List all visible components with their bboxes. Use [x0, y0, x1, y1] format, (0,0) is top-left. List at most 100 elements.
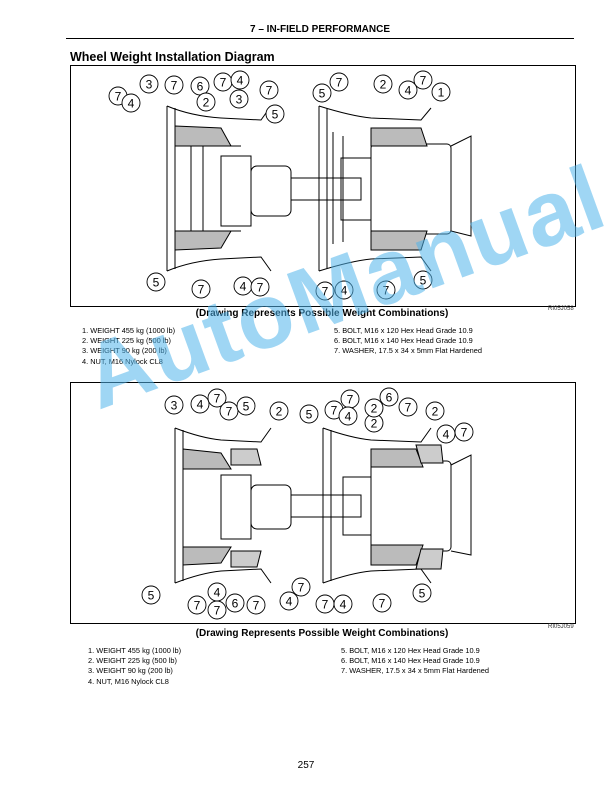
- svg-text:4: 4: [341, 284, 348, 298]
- callout-7: 7: [213, 72, 233, 92]
- svg-text:4: 4: [405, 84, 412, 98]
- svg-text:2: 2: [432, 405, 439, 419]
- legend-item: 4. NUT, M16 Nylock CL8: [88, 676, 169, 686]
- legend-item: 7. WASHER, 17.5 x 34 x 5mm Flat Hardened: [341, 666, 490, 676]
- callout-6: 6: [225, 593, 245, 613]
- legend-item: 5. BOLT, M16 x 120 Hex Head Grade 10.9: [334, 326, 473, 335]
- callout-7: 7: [207, 600, 227, 620]
- callout-5: 5: [312, 83, 332, 103]
- callout-7: 7: [250, 277, 270, 297]
- callout-5: 5: [412, 583, 432, 603]
- figure-1-legend-left: 1. WEIGHT 455 kg (1000 lb) 2. WEIGHT 225…: [82, 326, 175, 367]
- callout-2: 2: [373, 74, 393, 94]
- callout-4: 4: [398, 80, 418, 100]
- callout-2: 2: [364, 398, 384, 418]
- svg-text:7: 7: [253, 599, 260, 613]
- callout-7: 7: [291, 577, 311, 597]
- svg-text:5: 5: [319, 87, 326, 101]
- svg-text:5: 5: [272, 108, 279, 122]
- svg-text:5: 5: [243, 400, 250, 414]
- callout-3: 3: [229, 89, 249, 109]
- callout-5: 5: [413, 270, 433, 290]
- svg-text:7: 7: [214, 392, 221, 406]
- svg-text:7: 7: [461, 426, 468, 440]
- svg-text:7: 7: [420, 74, 427, 88]
- svg-text:5: 5: [419, 587, 426, 601]
- svg-text:4: 4: [286, 595, 293, 609]
- svg-text:6: 6: [386, 391, 393, 405]
- legend-item: 7. WASHER, 17.5 x 34 x 5mm Flat Hardened: [334, 346, 483, 356]
- callout-7: 7: [315, 594, 335, 614]
- callout-7: 7: [164, 75, 184, 95]
- legend-item: 4. NUT, M16 Nylock CL8: [82, 356, 163, 366]
- legend-item: 2. WEIGHT 225 kg (500 lb): [82, 336, 171, 346]
- page-title: Wheel Weight Installation Diagram: [70, 50, 275, 64]
- callout-7: 7: [454, 422, 474, 442]
- svg-text:3: 3: [236, 93, 243, 107]
- svg-text:7: 7: [322, 598, 329, 612]
- legend-item: 2. WEIGHT 225 kg (500 lb): [88, 656, 177, 666]
- svg-text:7: 7: [405, 401, 412, 415]
- svg-text:4: 4: [197, 398, 204, 412]
- legend-item: 1. WEIGHT 455 kg (1000 lb): [88, 646, 182, 655]
- figure-1-legend-right: 5. BOLT, M16 x 120 Hex Head Grade 10.9 6…: [334, 326, 482, 357]
- svg-text:4: 4: [345, 410, 352, 424]
- callout-7: 7: [259, 80, 279, 100]
- legend-item: 1. WEIGHT 455 kg (1000 lb): [82, 326, 176, 335]
- svg-text:7: 7: [331, 404, 338, 418]
- callout-7: 7: [191, 279, 211, 299]
- svg-text:6: 6: [197, 80, 204, 94]
- callout-4: 4: [279, 591, 299, 611]
- callout-5: 5: [146, 272, 166, 292]
- svg-text:6: 6: [232, 597, 239, 611]
- callout-4: 4: [121, 93, 141, 113]
- figure-1-code: RI05J058: [548, 306, 574, 312]
- svg-text:5: 5: [148, 589, 155, 603]
- callout-7: 7: [315, 281, 335, 301]
- svg-text:4: 4: [128, 97, 135, 111]
- svg-text:4: 4: [340, 598, 347, 612]
- svg-text:3: 3: [146, 78, 153, 92]
- svg-text:2: 2: [203, 96, 210, 110]
- svg-text:7: 7: [226, 405, 233, 419]
- svg-text:2: 2: [371, 417, 378, 431]
- legend-item: 6. BOLT, M16 x 140 Hex Head Grade 10.9: [341, 656, 480, 666]
- callout-4: 4: [190, 394, 210, 414]
- callout-7: 7: [340, 389, 360, 409]
- callout-4: 4: [334, 280, 354, 300]
- svg-text:7: 7: [171, 79, 178, 93]
- svg-text:7: 7: [347, 393, 354, 407]
- callout-7: 7: [398, 397, 418, 417]
- callout-3: 3: [139, 74, 159, 94]
- callout-2: 2: [196, 92, 216, 112]
- svg-text:5: 5: [306, 408, 313, 422]
- legend-item: 5. BOLT, M16 x 120 Hex Head Grade 10.9: [341, 646, 480, 655]
- callout-7: 7: [219, 401, 239, 421]
- svg-text:7: 7: [336, 76, 343, 90]
- callout-5: 5: [141, 585, 161, 605]
- svg-text:2: 2: [276, 405, 283, 419]
- svg-text:2: 2: [380, 78, 387, 92]
- svg-text:7: 7: [194, 599, 201, 613]
- svg-text:2: 2: [371, 402, 378, 416]
- page-number: 257: [297, 760, 315, 771]
- svg-text:7: 7: [257, 281, 264, 295]
- figure-2-legend-left: 1. WEIGHT 455 kg (1000 lb) 2. WEIGHT 225…: [88, 646, 181, 687]
- svg-text:7: 7: [383, 284, 390, 298]
- svg-text:7: 7: [115, 90, 122, 104]
- callout-7: 7: [329, 72, 349, 92]
- callout-3: 3: [164, 395, 184, 415]
- figure-2-caption: (Drawing Represents Possible Weight Comb…: [195, 628, 449, 639]
- callout-5: 5: [265, 104, 285, 124]
- svg-text:7: 7: [266, 84, 273, 98]
- callout-4: 4: [333, 594, 353, 614]
- svg-text:4: 4: [240, 280, 247, 294]
- callout-4: 4: [233, 276, 253, 296]
- callout-4: 4: [230, 70, 250, 90]
- figure-1-caption: (Drawing Represents Possible Weight Comb…: [195, 308, 449, 319]
- callout-7: 7: [207, 388, 227, 408]
- svg-text:4: 4: [214, 586, 221, 600]
- svg-text:5: 5: [420, 274, 427, 288]
